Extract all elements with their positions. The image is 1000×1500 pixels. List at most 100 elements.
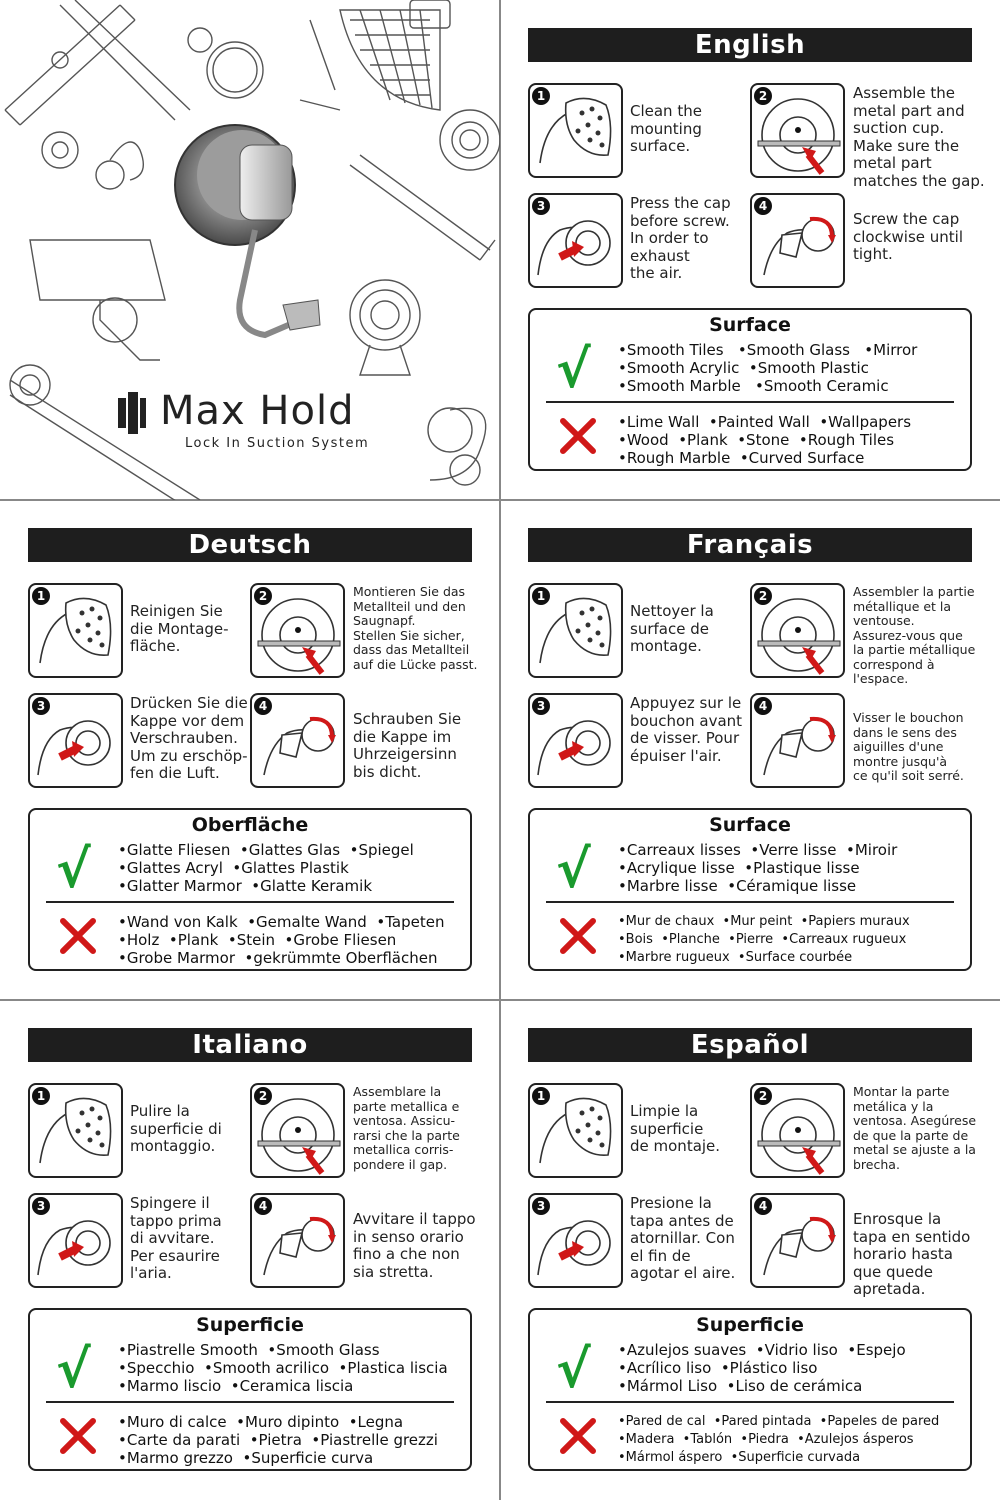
step-number: 4 xyxy=(754,197,772,215)
step-number: 1 xyxy=(32,1087,50,1105)
surface-box: Superficie √ •Piastrelle Smooth •Smooth Gl… xyxy=(28,1308,472,1471)
unsuitable-surfaces: •Wand von Kalk •Gemalte Wand •Tapeten •H… xyxy=(118,913,445,967)
suitable-surfaces: •Smooth Tiles •Smooth Glass •Mirror •Smo… xyxy=(618,341,918,395)
cross-icon xyxy=(560,418,596,454)
step-2-illustration: 2 xyxy=(750,583,845,678)
step-3-illustration: 3 xyxy=(528,693,623,788)
step-2-illustration: 2 xyxy=(250,583,345,678)
check-icon: √ xyxy=(556,340,591,400)
brand-name: Max Hold xyxy=(160,388,355,434)
step-4-illustration: 4 xyxy=(750,693,845,788)
step-number: 4 xyxy=(254,697,272,715)
cross-icon xyxy=(60,918,96,954)
step-4-text: Enrosque la tapa en sentido horario hast… xyxy=(853,1210,971,1298)
step-2-text: Assembler la partie métallique et la ven… xyxy=(853,584,976,686)
step-number: 2 xyxy=(254,1087,272,1105)
step-4-illustration: 4 xyxy=(750,1193,845,1288)
brand-tagline: Lock In Suction System xyxy=(185,436,370,451)
section-title: Français xyxy=(528,528,972,562)
step-3-text: Presione la tapa antes de atornillar. Co… xyxy=(630,1194,736,1282)
step-3-text: Drücken Sie die Kappe vor dem Verschraub… xyxy=(130,694,248,782)
surface-title: Surface xyxy=(709,814,791,836)
step-2-text: Assemblare la parte metallica e ventosa.… xyxy=(353,1084,460,1172)
step-1-text: Nettoyer la surface de montage. xyxy=(630,602,714,655)
unsuitable-surfaces: •Muro di calce •Muro dipinto •Legna •Car… xyxy=(118,1413,438,1467)
step-number: 4 xyxy=(754,1197,772,1215)
surface-title: Superficie xyxy=(696,1314,804,1336)
surface-box: Surface√•Carreaux lisses •Verre lisse •M… xyxy=(528,808,972,971)
suitable-surfaces: •Glatte Fliesen •Glattes Glas •Spiegel •… xyxy=(118,841,414,895)
surface-divider xyxy=(546,1401,954,1403)
surface-divider xyxy=(46,901,454,903)
step-4-illustration: 4 xyxy=(750,193,845,288)
step-number: 4 xyxy=(754,697,772,715)
surface-box: Superficie√•Azulejos suaves •Vidrio liso… xyxy=(528,1308,972,1471)
step-3-text: Appuyez sur le bouchon avant de visser. … xyxy=(630,694,743,765)
surface-divider xyxy=(546,901,954,903)
surface-box: Oberfläche √ •Glatte Fliesen •Glattes Glas… xyxy=(28,808,472,971)
surface-title: Oberfläche xyxy=(191,814,309,836)
check-icon: √ xyxy=(56,840,91,900)
suitable-surfaces: •Carreaux lisses •Verre lisse •Miroir •A… xyxy=(618,841,898,895)
step-number: 1 xyxy=(532,587,550,605)
horizontal-divider xyxy=(0,999,1000,1001)
step-1-text: Pulire la superficie di montaggio. xyxy=(130,1102,222,1155)
surface-divider xyxy=(46,1401,454,1403)
surface-divider xyxy=(546,401,954,403)
step-3-illustration: 3 xyxy=(528,1193,623,1288)
step-3-illustration: 3 xyxy=(528,193,623,288)
step-1-illustration: 1 xyxy=(528,83,623,178)
section-title: Español xyxy=(528,1028,972,1062)
step-number: 1 xyxy=(32,587,50,605)
step-2-text: Montieren Sie das Metallteil und den Sau… xyxy=(353,584,478,672)
step-4-text: Visser le bouchon dans le sens des aigui… xyxy=(853,710,964,783)
max-hold-logo-icon xyxy=(118,392,146,434)
step-number: 3 xyxy=(32,697,50,715)
unsuitable-surfaces: •Lime Wall •Painted Wall •Wallpapers •Wo… xyxy=(618,413,912,467)
step-number: 4 xyxy=(254,1197,272,1215)
step-1-text: Clean the mounting surface. xyxy=(630,102,702,155)
step-number: 3 xyxy=(532,1197,550,1215)
step-1-text: Reinigen Sie die Montage- fläche. xyxy=(130,602,229,655)
cross-icon xyxy=(560,918,596,954)
step-2-illustration: 2 xyxy=(750,83,845,178)
surface-title: Superficie xyxy=(196,1314,304,1336)
suitable-surfaces: •Piastrelle Smooth •Smooth Glass •Specch… xyxy=(118,1341,448,1395)
unsuitable-surfaces: •Pared de cal •Pared pintada •Papeles de… xyxy=(618,1414,940,1465)
step-2-text: Montar la parte metálica y la ventosa. A… xyxy=(853,1084,977,1172)
surface-title: Surface xyxy=(709,314,791,336)
check-icon: √ xyxy=(56,1340,91,1400)
section-title: English xyxy=(528,28,972,62)
step-3-illustration: 3 xyxy=(28,1193,123,1288)
step-4-text: Avvitare il tappo in senso orario fino a… xyxy=(353,1210,476,1281)
surface-box: Surface √ •Smooth Tiles •Smooth Glass •Mir… xyxy=(528,308,972,471)
step-number: 2 xyxy=(754,1087,772,1105)
unsuitable-surfaces: •Mur de chaux •Mur peint •Papiers muraux… xyxy=(618,914,910,965)
step-number: 3 xyxy=(532,697,550,715)
step-number: 1 xyxy=(532,87,550,105)
step-2-text: Assemble the metal part and suction cup.… xyxy=(853,84,985,190)
product-panel: Max Hold Lock In Suction System xyxy=(0,0,500,500)
step-1-illustration: 1 xyxy=(28,583,123,678)
suitable-surfaces: •Azulejos suaves •Vidrio liso •Espejo •A… xyxy=(618,1341,906,1395)
step-3-illustration: 3 xyxy=(28,693,123,788)
step-number: 2 xyxy=(254,587,272,605)
step-1-illustration: 1 xyxy=(528,1083,623,1178)
step-number: 1 xyxy=(532,1087,550,1105)
step-3-text: Spingere il tappo prima di avvitare. Per… xyxy=(130,1194,222,1282)
step-number: 2 xyxy=(754,87,772,105)
step-4-text: Screw the cap clockwise until tight. xyxy=(853,210,964,263)
step-2-illustration: 2 xyxy=(250,1083,345,1178)
section-title: Italiano xyxy=(28,1028,472,1062)
step-4-illustration: 4 xyxy=(250,1193,345,1288)
step-number: 2 xyxy=(754,587,772,605)
step-4-text: Schrauben Sie die Kappe im Uhrzeigersinn… xyxy=(353,710,462,781)
cross-icon xyxy=(560,1418,596,1454)
step-2-illustration: 2 xyxy=(750,1083,845,1178)
step-number: 3 xyxy=(32,1197,50,1215)
